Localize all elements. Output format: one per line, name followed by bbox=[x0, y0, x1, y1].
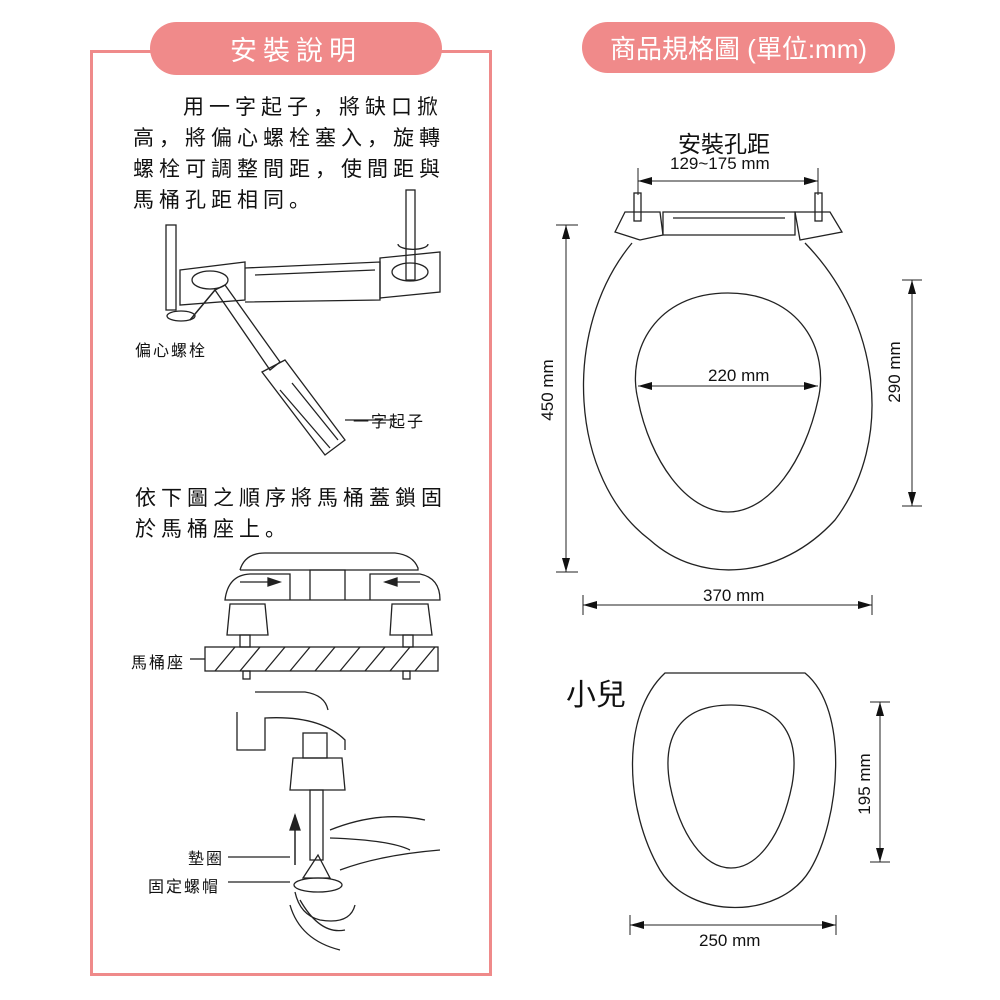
step2-line: 依下圖之順序將馬桶蓋鎖固 bbox=[135, 486, 447, 510]
washer-label: 墊圈 bbox=[188, 849, 225, 868]
child-width-value: 250 mm bbox=[699, 931, 761, 950]
specs-title: 商品規格圖 (單位:mm) bbox=[582, 22, 895, 73]
step2-text: 依下圖之順序將馬桶蓋鎖固 於馬桶座上。 bbox=[135, 483, 465, 545]
step1-line: 螺栓可調整間距，使間距與 bbox=[133, 157, 445, 181]
child-label: 小兒 bbox=[566, 679, 626, 712]
length-value: 450 mm bbox=[538, 359, 557, 421]
cross-section-illustration bbox=[190, 552, 441, 680]
toilet-seat-label: 馬桶座 bbox=[131, 653, 186, 672]
inner-width-value: 220 mm bbox=[708, 366, 770, 385]
inner-length-value: 290 mm bbox=[885, 341, 904, 403]
dimension-lines bbox=[556, 168, 922, 935]
eccentric-bolt-label: 偏心螺栓 bbox=[135, 341, 208, 360]
hinge-illustration bbox=[165, 189, 441, 456]
step1-line: 馬桶孔距相同。 bbox=[133, 188, 315, 212]
child-seat-drawing bbox=[631, 672, 837, 908]
nut-installation-illustration bbox=[228, 691, 441, 951]
screwdriver-label: 一字起子 bbox=[353, 412, 426, 431]
step1-text: 用一字起子，將缺口掀 高，將偏心螺栓塞入，旋轉 螺栓可調整間距，使間距與 馬桶孔… bbox=[133, 92, 453, 216]
step1-line: 用一字起子，將缺口掀 bbox=[183, 95, 443, 119]
child-inner-length-value: 195 mm bbox=[855, 753, 874, 815]
instructions-title: 安裝說明 bbox=[150, 22, 442, 75]
width-value: 370 mm bbox=[703, 586, 765, 605]
hole-distance-value: 129~175 mm bbox=[670, 154, 770, 173]
hole-distance-label: 安裝孔距 bbox=[678, 131, 770, 157]
nut-label: 固定螺帽 bbox=[148, 877, 221, 896]
step2-line: 於馬桶座上。 bbox=[135, 517, 291, 541]
step1-line: 高，將偏心螺栓塞入，旋轉 bbox=[133, 126, 445, 150]
